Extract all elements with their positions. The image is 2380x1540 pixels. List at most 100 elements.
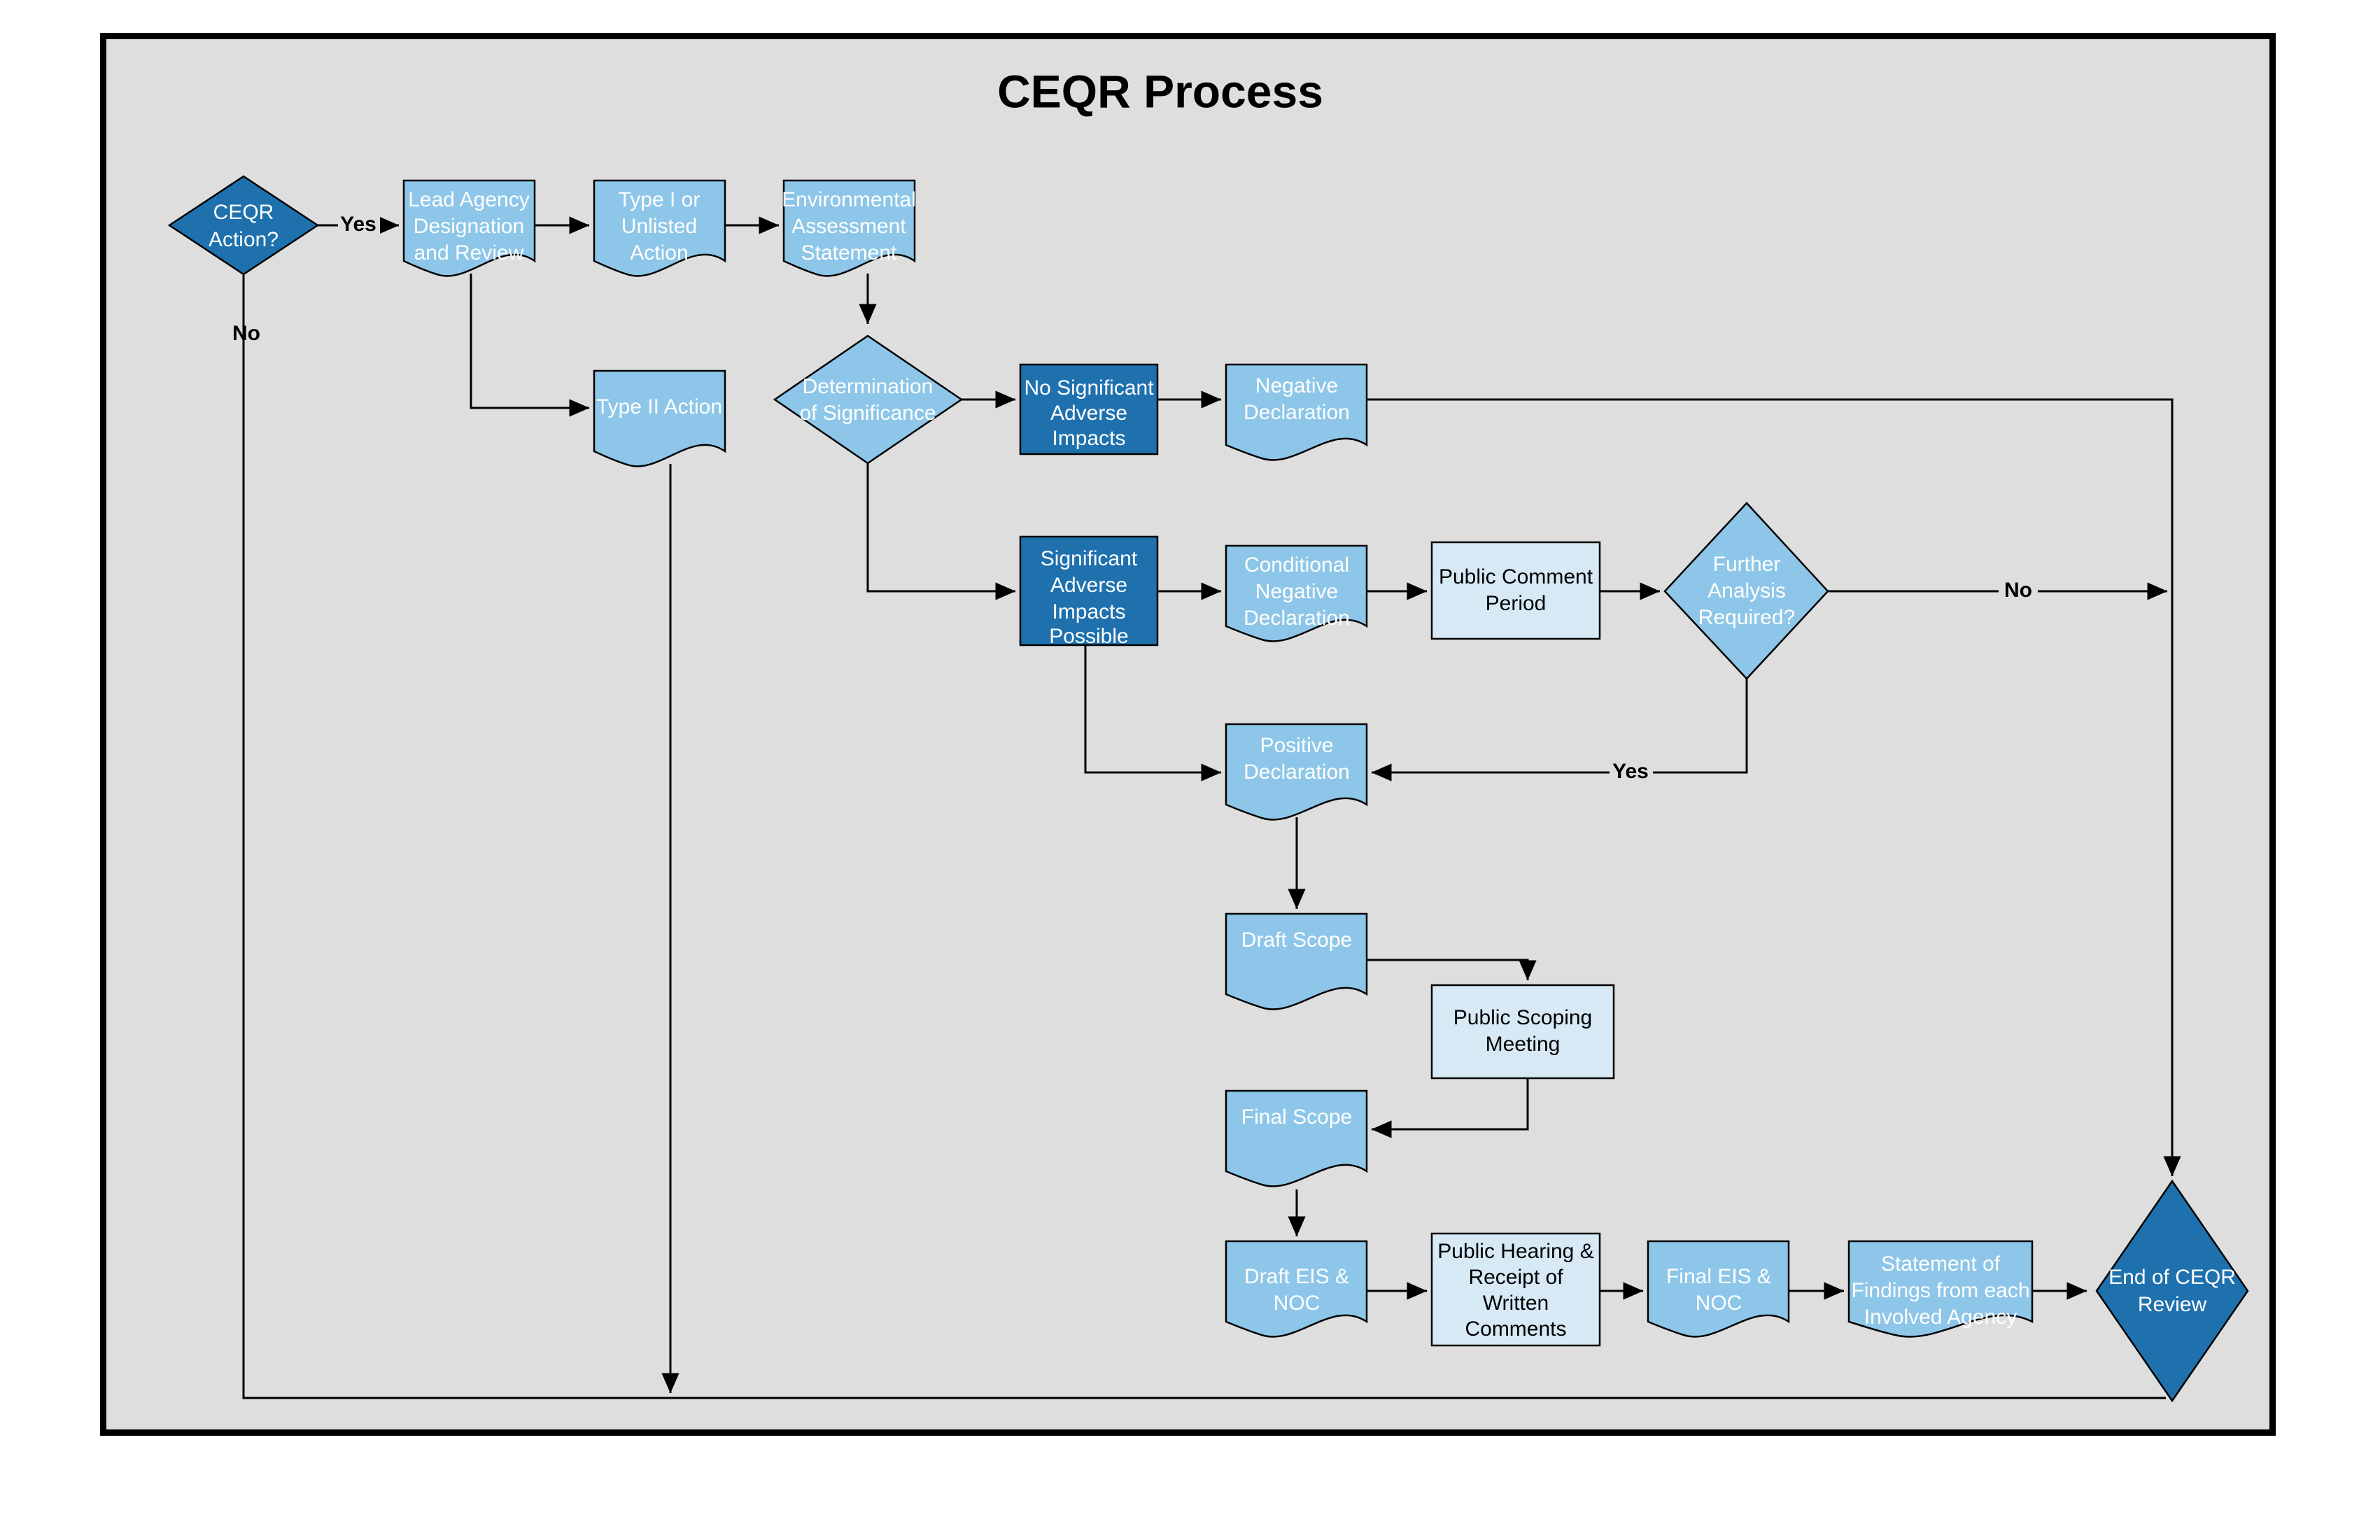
yes-further-label-bg [1610, 759, 1653, 786]
type-ii-shape [593, 369, 726, 467]
node-significant-impacts-possible[interactable]: Significant Adverse Impacts Possible [1019, 535, 1159, 648]
significant-impacts-shape [1019, 535, 1159, 647]
public-comment-shape [1430, 541, 1601, 640]
final-scope-label: Final Scope [1241, 1105, 1352, 1129]
draft-scope-label: Draft Scope [1241, 928, 1352, 952]
further-label-1: Further [1713, 553, 1781, 576]
statement-label-2: Findings from each [1851, 1279, 2029, 1302]
node-type-i[interactable]: Type I or Unlisted Action [593, 179, 726, 277]
ceqr-action-label-1: CEQR [213, 201, 274, 224]
further-analysis-shape [1663, 502, 1829, 680]
node-ceqr-action[interactable]: CEQR Action? [167, 175, 320, 276]
sig-label-3: Impacts [1052, 600, 1125, 623]
edge-labels: Yes No No Yes [232, 212, 2038, 786]
node-statement-of-findings[interactable]: Statement of Findings from each Involved… [1847, 1240, 2034, 1338]
edge-lead-to-typeii [470, 274, 590, 417]
lead-agency-shape [402, 179, 536, 277]
statement-label-1: Statement of [1881, 1252, 2001, 1276]
end-review-shape [2095, 1179, 2249, 1403]
node-eas[interactable]: Environmental Assessment Statement [782, 179, 916, 277]
node-lead-agency[interactable]: Lead Agency Designation and Review [402, 179, 536, 277]
draft-eis-shape [1225, 1240, 1368, 1338]
sig-label-2: Adverse [1050, 574, 1127, 597]
edge-negdec-to-end [1367, 398, 2181, 1177]
drafteis-label-1: Draft EIS & [1244, 1265, 1349, 1288]
no-sig-label-3: Impacts [1052, 427, 1125, 450]
further-label-3: Required? [1698, 606, 1795, 629]
eas-label-2: Assessment [791, 215, 906, 238]
edge-further-yes [1371, 642, 1748, 782]
comment-label-2: Period [1486, 592, 1547, 615]
edge-label-no-further: No [2004, 579, 2032, 602]
node-final-scope[interactable]: Final Scope [1225, 1089, 1368, 1187]
determination-shape [773, 334, 964, 465]
eas-label-1: Environmental [782, 188, 916, 211]
node-further-analysis[interactable]: Further Analysis Required? [1663, 502, 1829, 680]
node-negative-declaration[interactable]: Negative Declaration [1225, 363, 1368, 461]
end-label-2: Review [2138, 1293, 2207, 1316]
node-public-hearing[interactable]: Public Hearing & Receipt of Written Comm… [1430, 1232, 1601, 1347]
edge-label-yes-further: Yes [1612, 760, 1649, 783]
hearing-label-3: Written [1483, 1292, 1549, 1315]
no-sig-label-2: Adverse [1050, 402, 1127, 425]
hearing-label-4: Comments [1465, 1318, 1566, 1341]
comment-label-1: Public Comment [1439, 565, 1593, 588]
conddec-label-2: Negative [1255, 580, 1338, 603]
edge-draftscope-to-scoping [1367, 959, 1537, 981]
draft-scope-shape [1225, 912, 1368, 1010]
no-significant-impacts-shape [1019, 363, 1159, 455]
lead-agency-label-2: Designation [414, 215, 524, 238]
yes-label-bg [338, 212, 380, 239]
hearing-label-1: Public Hearing & [1437, 1240, 1593, 1263]
edge-label-yes-ceqr: Yes [340, 213, 376, 236]
node-type-ii[interactable]: Type II Action [593, 369, 726, 467]
type-i-label-3: Action [630, 241, 688, 264]
final-eis-shape [1647, 1240, 1790, 1338]
edge-scoping-to-finalscope [1371, 1078, 1529, 1138]
eas-shape [782, 179, 916, 277]
node-conditional-negative-declaration[interactable]: Conditional Negative Declaration [1225, 544, 1368, 642]
eas-label-3: Statement [801, 241, 897, 264]
edge-label-no-ceqr: No [232, 322, 260, 345]
positive-declaration-shape [1225, 723, 1368, 821]
node-no-significant-impacts[interactable]: No Significant Adverse Impacts [1019, 363, 1159, 455]
node-draft-scope[interactable]: Draft Scope [1225, 912, 1368, 1010]
sig-label-1: Significant [1041, 547, 1138, 570]
node-draft-eis[interactable]: Draft EIS & NOC [1225, 1240, 1368, 1338]
no-sig-label-1: No Significant [1024, 376, 1154, 400]
determination-label-1: Determination [803, 375, 934, 398]
posdec-label-2: Declaration [1244, 761, 1350, 784]
sig-label-4: Possible [1049, 625, 1128, 648]
public-hearing-shape [1430, 1232, 1601, 1347]
page-title: CEQR Process [997, 65, 1323, 117]
node-public-comment-period[interactable]: Public Comment Period [1430, 541, 1601, 640]
edge-determination-to-sig [866, 463, 1016, 600]
scoping-label-1: Public Scoping [1453, 1006, 1592, 1029]
drafteis-label-2: NOC [1274, 1292, 1321, 1315]
end-label-1: End of CEQR [2108, 1266, 2236, 1289]
finaleis-label-2: NOC [1696, 1292, 1742, 1315]
lead-agency-label-1: Lead Agency [408, 188, 529, 211]
node-final-eis[interactable]: Final EIS & NOC [1647, 1240, 1790, 1338]
type-i-label-2: Unlisted [621, 215, 697, 238]
negative-declaration-shape [1225, 363, 1368, 461]
node-public-scoping-meeting[interactable]: Public Scoping Meeting [1430, 984, 1615, 1080]
node-determination[interactable]: Determination of Significance [773, 334, 964, 465]
conddec-label-3: Declaration [1244, 607, 1350, 630]
lead-agency-label-3: and Review [414, 241, 524, 264]
negdec-label-1: Negative [1255, 374, 1338, 397]
edge-ceqr-no-down [242, 275, 2166, 1399]
conditional-negdec-shape [1225, 544, 1368, 642]
type-i-label-1: Type I or [619, 188, 700, 211]
type-ii-label: Type II Action [596, 395, 722, 418]
hearing-label-2: Receipt of [1468, 1266, 1563, 1289]
negdec-label-2: Declaration [1244, 401, 1350, 424]
determination-label-2: of Significance [799, 402, 936, 425]
node-end-of-ceqr-review[interactable]: End of CEQR Review [2095, 1179, 2249, 1403]
scoping-label-2: Meeting [1486, 1033, 1561, 1056]
conddec-label-1: Conditional [1244, 553, 1349, 577]
final-scope-shape [1225, 1089, 1368, 1187]
posdec-label-1: Positive [1260, 734, 1333, 757]
node-positive-declaration[interactable]: Positive Declaration [1225, 723, 1368, 821]
further-label-2: Analysis [1707, 579, 1786, 602]
